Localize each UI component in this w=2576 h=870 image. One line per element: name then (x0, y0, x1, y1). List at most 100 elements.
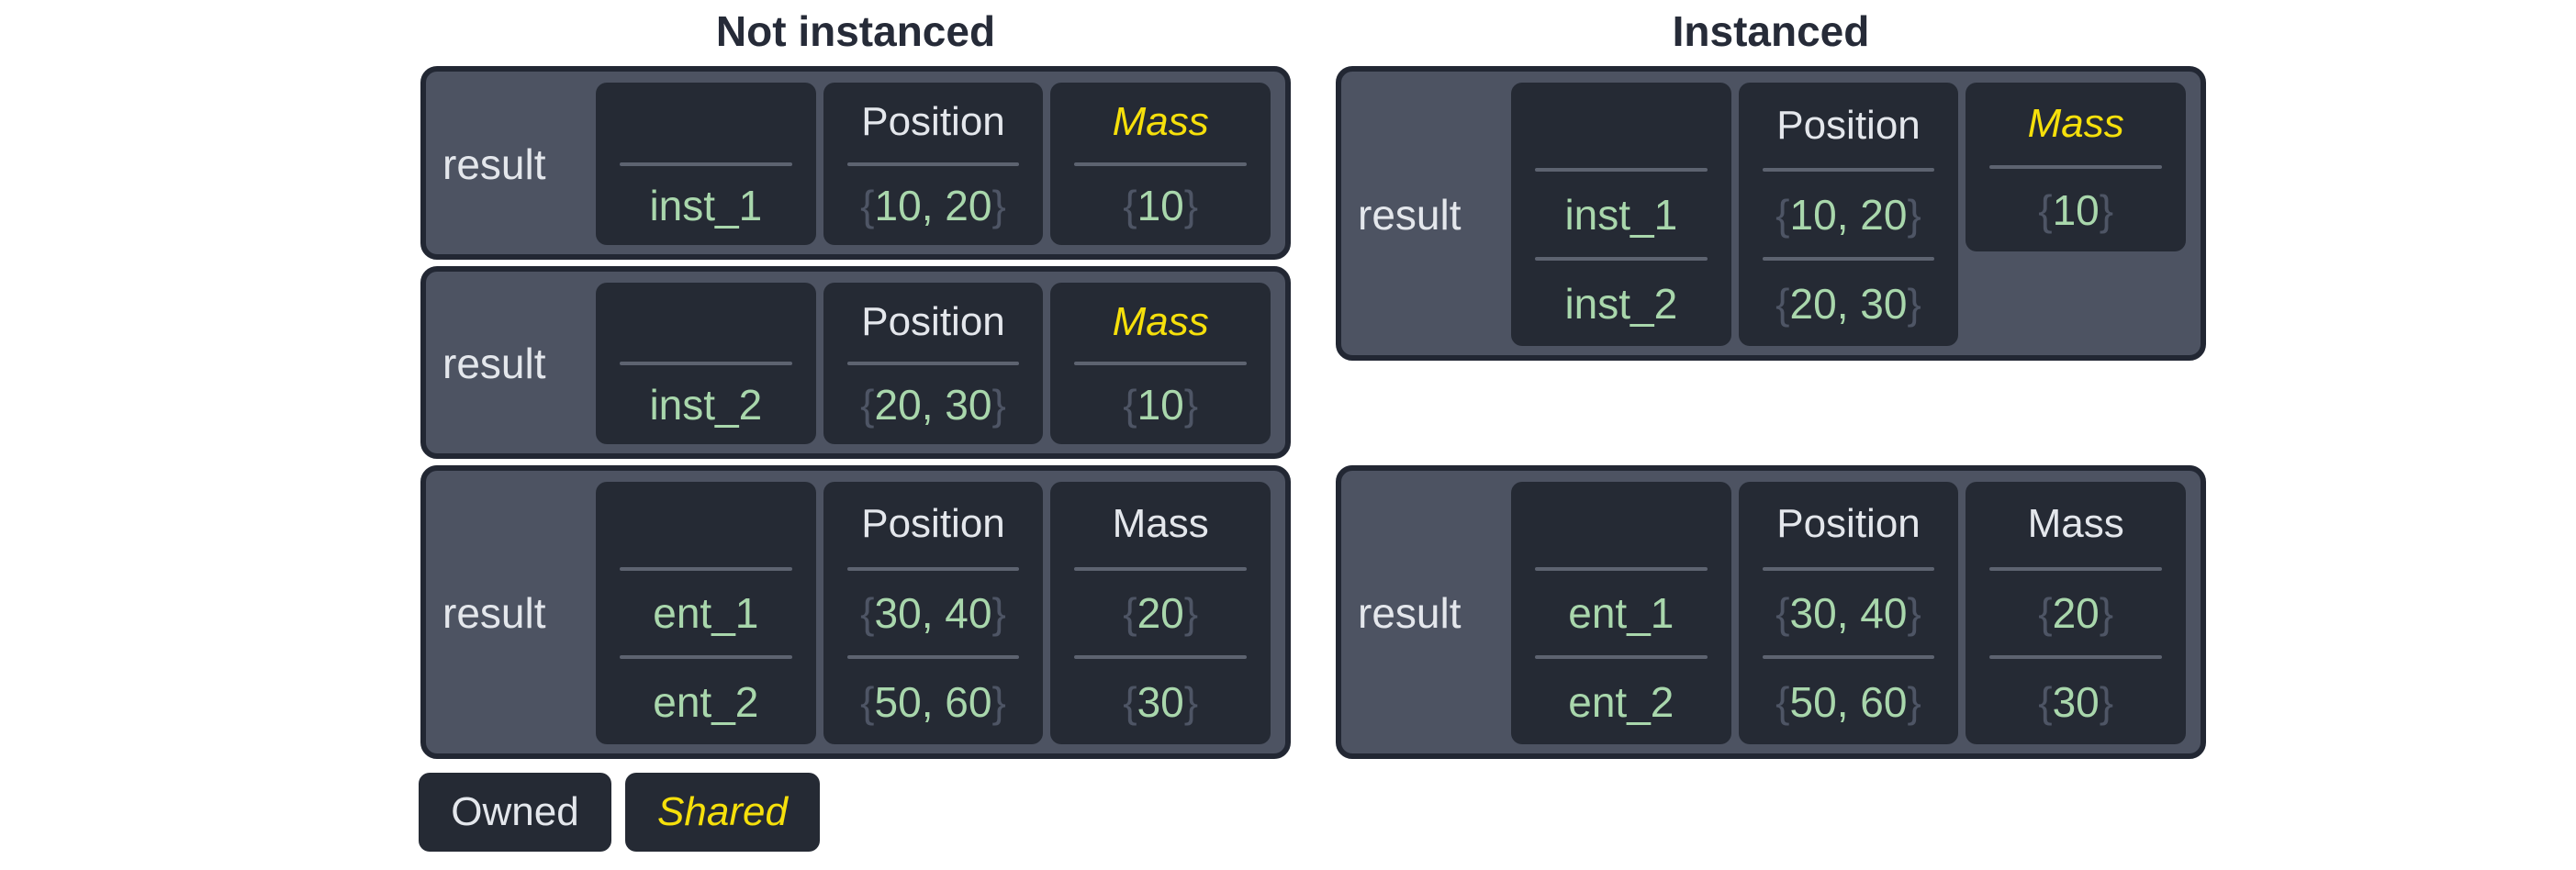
cell-value: ent_1 (596, 571, 816, 656)
value-text: 10, 20 (874, 181, 992, 229)
entity-column: inst_1 (596, 83, 816, 245)
column-header: Mass (1112, 501, 1209, 547)
divider (846, 362, 1020, 365)
cell-value: inst_1 (1511, 172, 1731, 257)
brace-close: } (1183, 181, 1199, 229)
brace-open: { (860, 677, 875, 726)
archetype-table-inst1: result inst_1 Position {10, 20} Mass {10… (420, 66, 1291, 260)
divider (620, 655, 792, 660)
brace-close: } (1183, 677, 1199, 726)
divider (1989, 165, 2163, 169)
cell-value: {50, 60} (823, 659, 1044, 744)
brace-close: } (991, 589, 1006, 637)
cell-value: ent_2 (1511, 659, 1731, 744)
brace-close: } (1907, 279, 1921, 328)
value-text: 20, 30 (874, 381, 992, 429)
divider (1762, 566, 1935, 571)
column-header: Position (861, 99, 1005, 145)
brace-open: { (2038, 186, 2053, 234)
brace-open: { (1123, 381, 1137, 429)
column-header: Position (861, 299, 1005, 344)
value-text: inst_1 (649, 181, 763, 229)
column-header-shared: Mass (1112, 99, 1209, 145)
column-header (1511, 83, 1731, 168)
value-text: 10 (1137, 181, 1184, 229)
value-text: 20, 30 (1789, 279, 1908, 328)
divider (1074, 362, 1248, 365)
value-text: ent_1 (1568, 589, 1674, 637)
column-header: Mass (2027, 501, 2124, 547)
divider (1989, 566, 2163, 571)
value-text: 30, 40 (1789, 589, 1908, 637)
value-text: ent_1 (653, 589, 759, 637)
value-text: 10 (1137, 381, 1184, 429)
cell-value: ent_1 (1511, 571, 1731, 656)
columns-container: inst_1 inst_2 Position {10, 20} {20, 30}… (1511, 83, 2187, 346)
brace-open: { (1123, 677, 1137, 726)
brace-open: { (1775, 279, 1790, 328)
archetype-table-inst2: result inst_2 Position {20, 30} Mass {10… (420, 266, 1291, 459)
divider (1762, 655, 1935, 660)
brace-open: { (860, 381, 875, 429)
brace-open: { (1775, 589, 1790, 637)
value-text: 50, 60 (874, 677, 992, 726)
divider (620, 162, 792, 166)
value-text: 30 (2052, 677, 2100, 726)
divider (1074, 162, 1248, 166)
brace-close: } (991, 677, 1006, 726)
brace-close: } (1183, 589, 1199, 637)
column-header: Position (1776, 102, 1921, 148)
cell-value: {10, 20} (1739, 172, 1959, 257)
brace-open: { (860, 181, 875, 229)
columns-container: ent_1 ent_2 Position {30, 40} {50, 60} M… (596, 482, 1271, 744)
entity-column: ent_1 ent_2 (1511, 482, 1731, 744)
brace-close: } (2099, 589, 2114, 637)
brace-open: { (860, 589, 875, 637)
mass-column: Mass {20} {30} (1966, 482, 2187, 744)
cell-value: {30, 40} (823, 571, 1044, 656)
value-text: 20 (2052, 589, 2100, 637)
brace-close: } (991, 181, 1006, 229)
divider (1989, 655, 2163, 660)
cell-value: {30} (1966, 659, 2186, 744)
divider (620, 362, 792, 365)
legend-shared: Shared (625, 773, 820, 852)
cell-value: {10} (1050, 166, 1271, 246)
row-label: result (442, 589, 546, 637)
columns-container: inst_2 Position {20, 30} Mass {10} (596, 283, 1271, 444)
value-text: 50, 60 (1789, 677, 1908, 726)
column-header: Position (1776, 501, 1921, 547)
brace-open: { (1123, 589, 1137, 637)
value-text: inst_2 (1564, 279, 1678, 328)
row-label: result (442, 139, 546, 188)
cell-value: {30} (1050, 659, 1271, 744)
brace-open: { (1123, 181, 1137, 229)
cell-value: {20} (1050, 571, 1271, 656)
entity-column: ent_1 ent_2 (596, 482, 816, 744)
divider (846, 655, 1020, 660)
cell-value: inst_1 (596, 166, 816, 246)
divider (1535, 655, 1708, 660)
row-label: result (1358, 589, 1462, 637)
columns-container: inst_1 Position {10, 20} Mass {10} (596, 83, 1271, 245)
position-column: Position {30, 40} {50, 60} (1738, 482, 1959, 744)
archetype-table-entities-left: result ent_1 ent_2 Position {30, 40} {50… (420, 465, 1291, 759)
cell-value: {30, 40} (1739, 571, 1959, 656)
mass-column-shared: Mass {10} (1966, 83, 2187, 251)
brace-open: { (1775, 677, 1790, 726)
column-header (596, 83, 816, 162)
column-header-shared: Mass (2027, 101, 2124, 146)
cell-value: inst_2 (596, 365, 816, 444)
brace-open: { (2038, 589, 2053, 637)
column-header (1511, 482, 1731, 567)
cell-value: {20, 30} (1739, 261, 1959, 346)
brace-close: } (1907, 677, 1921, 726)
brace-close: } (991, 381, 1006, 429)
columns-container: ent_1 ent_2 Position {30, 40} {50, 60} M… (1511, 482, 2187, 744)
column-header: Position (861, 501, 1005, 547)
archetype-table-instanced: result inst_1 inst_2 Position {10, 20} {… (1336, 66, 2206, 361)
divider (846, 162, 1020, 166)
value-text: inst_1 (1564, 190, 1678, 239)
cell-value: ent_2 (596, 659, 816, 744)
brace-close: } (2099, 677, 2114, 726)
